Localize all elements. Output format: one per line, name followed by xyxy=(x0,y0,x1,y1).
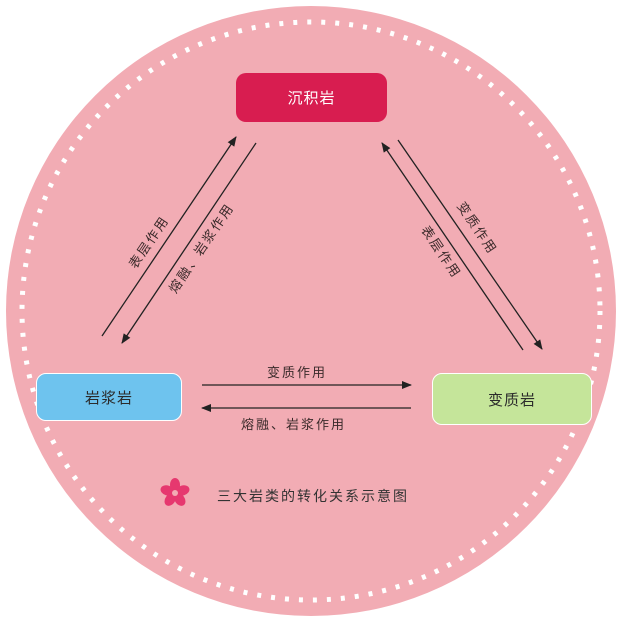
diagram-caption: 三大岩类的转化关系示意图 xyxy=(217,489,409,505)
background-circle xyxy=(6,6,616,616)
arrow-sedimentary-to-magmatic xyxy=(121,142,257,344)
flower-icon xyxy=(160,478,190,506)
arrow-magmatic-to-sedimentary xyxy=(101,136,237,337)
edge-label-bottom-bottom: 熔融、岩浆作用 xyxy=(241,418,347,433)
dotted-border xyxy=(19,19,603,603)
node-sedimentary-rock: 沉积岩 xyxy=(236,73,387,122)
node-metamorphic-rock: 变质岩 xyxy=(432,373,592,425)
arrow-sedimentary-to-metamorphic xyxy=(397,139,543,350)
node-magmatic-rock: 岩浆岩 xyxy=(36,373,182,421)
edge-label-bottom-top: 变质作用 xyxy=(267,366,328,381)
arrow-metamorphic-to-sedimentary xyxy=(381,142,524,351)
